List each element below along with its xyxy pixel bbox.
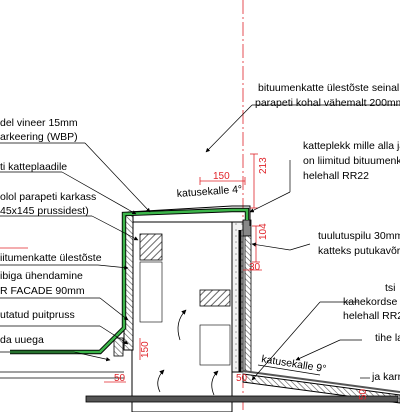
dim-50-left: 50 (114, 373, 126, 384)
label-flashing-1: katteplekk mille alla ja (303, 140, 400, 152)
dim-104: 104 (258, 223, 269, 240)
dim-50-right: 50 (358, 388, 369, 400)
base-battens (0, 371, 399, 403)
label-bitumen-raise: iitumenkatte ülestõste (0, 252, 102, 264)
label-double-fold-2: kahekordse v (343, 296, 400, 308)
label-vent-strip-2: katteks putukavõrk (318, 245, 400, 257)
slope-lower-underline (257, 364, 321, 376)
slope-lower: katusekalle 9° (261, 353, 328, 375)
dim-213: 213 (258, 157, 269, 174)
label-vent-strip-1: tuulutuspilu 30mm (318, 230, 400, 242)
label-flashing-2: on liimitud bituumenka (303, 155, 400, 167)
label-facade-joint-2: R FACADE 90mm (0, 285, 85, 297)
label-roof-plate: ti katteplaadile (0, 161, 68, 173)
label-double-fold-3: helehall RR2 (343, 310, 400, 322)
label-facade-joint-1: ibiga ühendamine (0, 270, 83, 282)
label-flashing-3: helehall RR22 (303, 170, 369, 182)
label-to-new: da uuega (0, 334, 44, 346)
leader-lines (0, 104, 400, 381)
dim-150: 150 (213, 171, 230, 182)
label-plywood-2: arkeering (WBP) (0, 131, 78, 143)
parapet-frame (131, 221, 233, 412)
label-bitumen-wall-1: bituumenkatte ülestõste seinal (258, 82, 400, 94)
flashing-cap (127, 205, 251, 226)
label-bitumen-wall-2: parapeti kohal vähemalt 200mm (255, 97, 400, 109)
label-double-fold-1: tsi (385, 282, 396, 294)
bitumen-membrane (10, 207, 250, 355)
label-battens: utatud puitpruss (0, 309, 75, 321)
dim-150-vertical: 150 (140, 341, 151, 358)
label-and-roof: ja karr (372, 371, 400, 383)
dim-30: 30 (249, 262, 261, 273)
label-parapet-frame-2: 45x145 prussidest) (0, 205, 89, 217)
inner-wall (231, 219, 252, 373)
dim-50-mid: 50 (236, 373, 248, 384)
slope-upper: katusekalle 4° (176, 183, 242, 200)
label-thin-lath: tihe la (375, 332, 400, 344)
label-parapet-frame-1: olol parapeti karkass (0, 191, 97, 203)
label-plywood-1: del vineer 15mm (0, 117, 78, 129)
